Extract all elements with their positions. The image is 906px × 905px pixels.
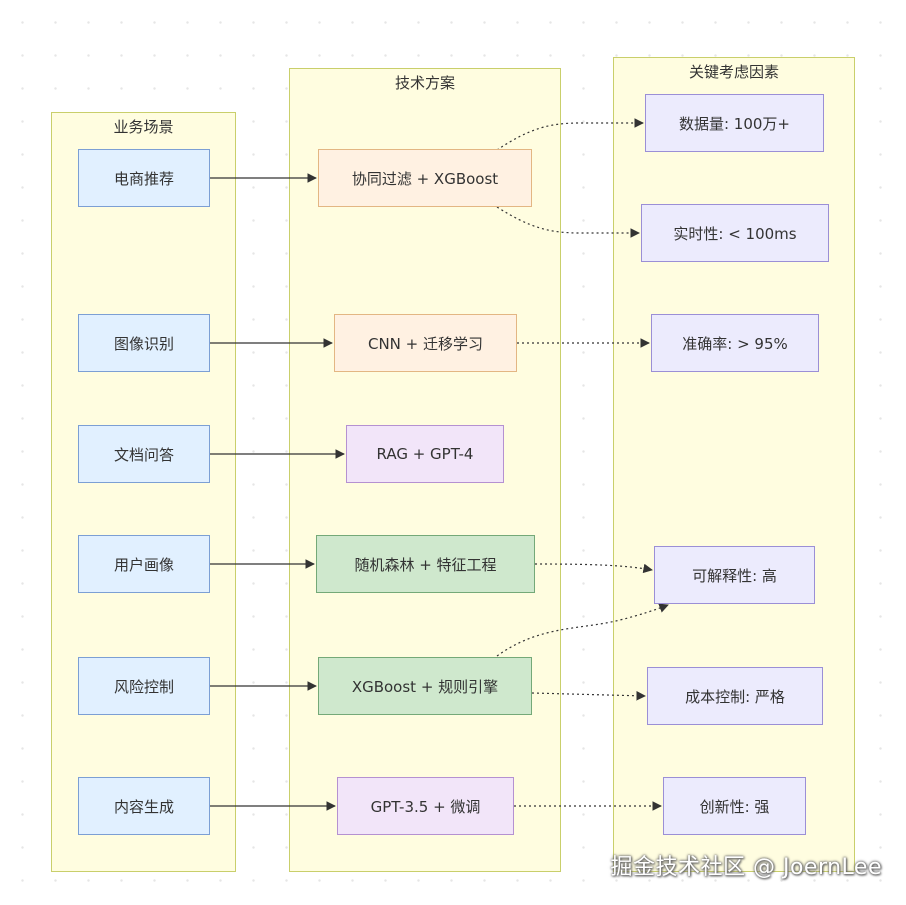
scenario-document-qa: 文档问答 <box>78 425 210 483</box>
scenario-user-profile: 用户画像 <box>78 535 210 593</box>
edge-dotted-5 <box>496 603 669 657</box>
factor-realtime: 实时性: < 100ms <box>641 204 829 262</box>
lane-factors-title: 关键考虑因素 <box>688 63 779 81</box>
watermark: 掘金技术社区 @ JoernLee <box>610 855 882 880</box>
scenario-ecommerce-recommend: 电商推荐 <box>78 149 210 207</box>
solution-xgboost-rules: XGBoost + 规则引擎 <box>318 657 532 715</box>
factor-accuracy: 准确率: > 95% <box>651 314 819 372</box>
scenario-risk-control: 风险控制 <box>78 657 210 715</box>
factor-data-volume: 数据量: 100万+ <box>645 94 824 152</box>
edge-dotted-6 <box>531 690 646 701</box>
lane-business: 业务场景 <box>51 112 236 872</box>
solution-cnn-transfer: CNN + 迁移学习 <box>334 314 517 372</box>
lane-business-title: 业务场景 <box>113 118 174 136</box>
factor-innovation: 创新性: 强 <box>663 777 806 835</box>
solution-random-forest: 随机森林 + 特征工程 <box>316 535 535 593</box>
factor-interpretability: 可解释性: 高 <box>654 546 815 604</box>
solution-rag-gpt4: RAG + GPT-4 <box>346 425 504 483</box>
solution-gpt35-finetune: GPT-3.5 + 微调 <box>337 777 514 835</box>
factor-cost-control: 成本控制: 严格 <box>647 667 823 725</box>
edge-dotted-4 <box>534 563 653 574</box>
edge-dotted-1 <box>496 118 644 151</box>
edge-dotted-2 <box>496 206 640 238</box>
lane-factors: 关键考虑因素 <box>613 57 855 872</box>
lane-tech-title: 技术方案 <box>394 74 455 92</box>
scenario-image-recognition: 图像识别 <box>78 314 210 372</box>
scenario-content-generation: 内容生成 <box>78 777 210 835</box>
solution-collaborative-xgboost: 协同过滤 + XGBoost <box>318 149 532 207</box>
